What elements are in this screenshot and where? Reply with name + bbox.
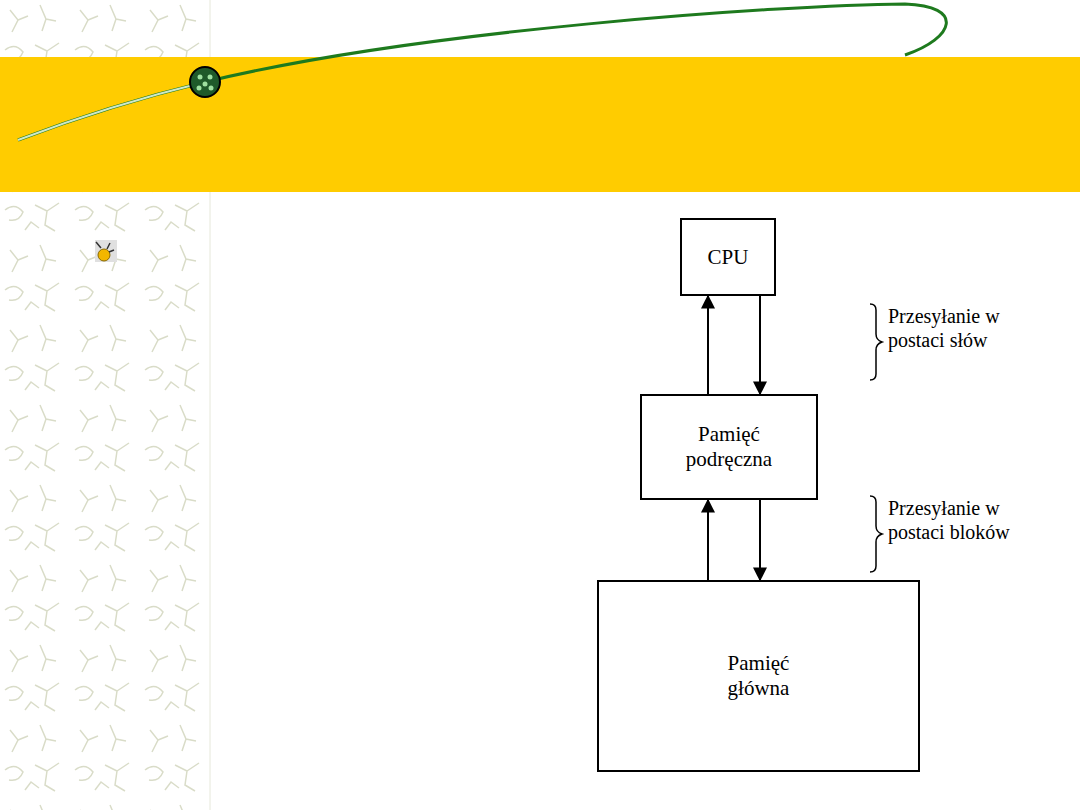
box-label: CPU <box>708 245 749 270</box>
bracket <box>870 304 882 572</box>
memory-box: Pamięć główna <box>597 580 920 772</box>
bullet-icon <box>95 240 117 262</box>
box-label: Pamięć główna <box>709 651 809 701</box>
memory-box: Pamięć podręczna <box>640 394 818 500</box>
title-band <box>0 57 1080 192</box>
transfer-arrow <box>707 296 709 394</box>
transfer-note: Przesyłanie w postaci słów <box>888 304 1013 352</box>
box-label: Pamięć podręczna <box>674 422 784 472</box>
swoosh <box>18 4 946 140</box>
transfer-note: Przesyłanie w postaci bloków <box>888 496 1013 544</box>
memory-box: CPU <box>680 218 776 296</box>
transfer-arrow <box>759 500 761 580</box>
transfer-arrow <box>707 500 709 580</box>
ball <box>190 67 220 97</box>
transfer-arrow <box>759 296 761 394</box>
